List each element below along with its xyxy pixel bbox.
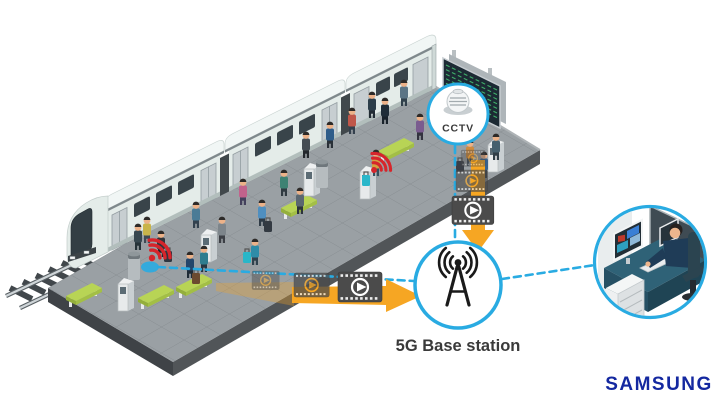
video-film-play-icon [251,270,281,291]
trash-bin [128,251,140,280]
video-film-play-icon [336,270,384,304]
video-film-play-icon [292,271,331,299]
base-station-node: 5G Base station [396,240,521,355]
control-room-node [592,204,708,320]
antenna-5g-icon [437,246,479,307]
train-car [345,34,437,131]
video-stream-horizontal [216,270,421,312]
video-film-play-icon [460,149,486,168]
video-stream-vertical [450,149,496,252]
video-film-play-icon [450,194,496,226]
trash-bin [316,159,328,188]
cctv-node: CCTV [426,82,490,146]
control-room-operator [598,208,704,316]
cctv-label: CCTV [442,123,474,135]
video-film-play-icon [455,169,489,193]
link-basestation-to-control [500,263,597,281]
link-platform-to-basestation [156,265,416,283]
base-station-label: 5G Base station [396,337,521,355]
stream-origin-dot [141,261,159,273]
cctv-dome-camera-icon [443,88,473,115]
ticket-machine [117,277,135,312]
train-nose [66,195,109,269]
samsung-logo: SAMSUNG [605,374,713,395]
train [66,34,437,269]
